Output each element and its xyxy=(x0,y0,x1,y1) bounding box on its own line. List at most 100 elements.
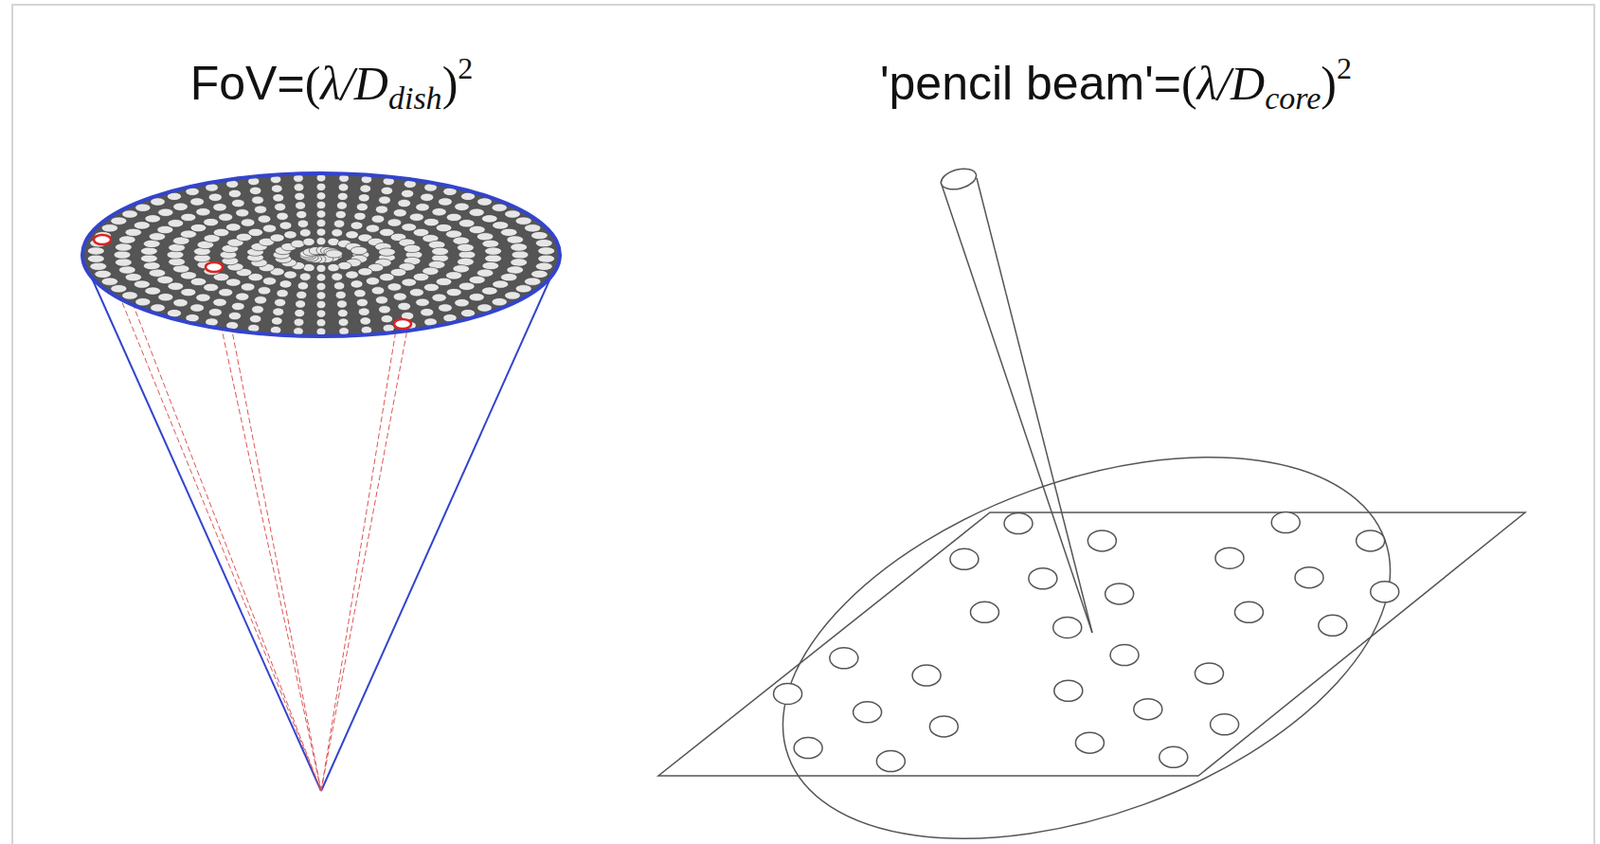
dish-cell xyxy=(213,298,228,306)
dish-cell xyxy=(101,224,118,233)
feed-marker xyxy=(394,319,412,329)
dish-cell xyxy=(144,215,162,223)
dish-cell xyxy=(337,308,348,317)
dish-cell xyxy=(365,224,379,233)
formula-text: ( xyxy=(1181,56,1198,110)
dish-cell xyxy=(203,283,219,291)
dish-cell xyxy=(279,280,292,288)
dish-cell xyxy=(218,213,234,221)
dish-cell xyxy=(354,212,367,220)
station xyxy=(793,737,823,759)
beam-end xyxy=(938,164,979,193)
station xyxy=(1087,530,1116,552)
dish-cell xyxy=(485,247,503,255)
dish-cell xyxy=(371,287,385,295)
dish-cell xyxy=(240,218,255,227)
dish-cell xyxy=(504,210,522,218)
dish-cell xyxy=(167,282,184,290)
station xyxy=(1318,614,1348,636)
dish-cell xyxy=(327,263,340,271)
dish-cell xyxy=(225,278,241,287)
dish-cell xyxy=(446,213,462,221)
station xyxy=(970,601,999,623)
station xyxy=(912,665,941,686)
feed-ray xyxy=(208,267,322,792)
feed-rays xyxy=(96,239,409,792)
dish-cell xyxy=(213,228,230,236)
dish-cell xyxy=(144,287,162,295)
dish-cell xyxy=(535,262,553,270)
dish-cell xyxy=(190,197,205,206)
dish-cell xyxy=(354,288,367,297)
core-outline xyxy=(731,382,1442,844)
dish-cell xyxy=(316,318,326,326)
dish-cell xyxy=(506,266,524,274)
dish-cell xyxy=(500,228,518,236)
dish-cell xyxy=(180,213,197,221)
dish-cell xyxy=(251,305,265,314)
dish-cell xyxy=(325,250,343,258)
dish-cell xyxy=(378,272,395,281)
dish-cell xyxy=(180,287,197,296)
dish-cell xyxy=(423,217,439,226)
dish-cell xyxy=(158,208,174,216)
dish-cell xyxy=(378,305,392,314)
dish-cell xyxy=(253,296,267,305)
dish-cell xyxy=(173,202,189,211)
dish-cell xyxy=(316,218,326,227)
dish-cell xyxy=(397,198,412,207)
dish-cell xyxy=(143,261,161,270)
dish-cell xyxy=(338,183,349,192)
dish-cell xyxy=(262,277,276,286)
dish-cell xyxy=(375,296,388,305)
dish-cell xyxy=(87,247,105,255)
dish-cell xyxy=(356,298,368,306)
dish-cell xyxy=(295,201,306,210)
dish-cell xyxy=(297,219,308,228)
dish-cell xyxy=(358,268,373,276)
dish-cell xyxy=(397,302,412,310)
dish-cell xyxy=(294,308,306,317)
dish-cell xyxy=(135,203,151,212)
dish-cell xyxy=(378,196,392,204)
dish-cell xyxy=(110,285,127,293)
dish-cell xyxy=(133,221,150,230)
dish-cell xyxy=(378,248,396,256)
dish-cell xyxy=(270,317,283,325)
station xyxy=(1110,645,1139,666)
dish-cell xyxy=(437,197,452,206)
fov-formula: FoV=(λ/Ddish)2 xyxy=(190,39,474,127)
dish-cell xyxy=(290,239,306,248)
dish-cell xyxy=(458,251,476,259)
dish-cell xyxy=(114,243,132,252)
dish-cell xyxy=(350,221,363,230)
dish-cell xyxy=(276,288,289,297)
dish-cell xyxy=(173,298,189,306)
dish-cell xyxy=(316,264,326,272)
dish-cell xyxy=(294,192,306,200)
dish-cell xyxy=(458,219,475,228)
frame xyxy=(12,4,1595,844)
dish-cell xyxy=(257,287,271,295)
dish-cell xyxy=(413,272,430,281)
dish-cell xyxy=(297,282,308,290)
dish-cell xyxy=(365,277,379,286)
feed-marker xyxy=(93,234,111,245)
dish-cell xyxy=(114,258,132,267)
dish-cell xyxy=(375,205,388,214)
dish-cell xyxy=(190,223,207,232)
dish-cell xyxy=(510,258,528,267)
dish-cell xyxy=(208,307,222,316)
dish-cell xyxy=(350,280,363,288)
dish-cell xyxy=(500,272,518,281)
dish-cell xyxy=(190,304,205,312)
dish-cell xyxy=(293,318,305,326)
dish-cell xyxy=(468,275,486,284)
dish-cell xyxy=(371,215,385,223)
dish-cell xyxy=(531,231,549,239)
dish-cell xyxy=(118,235,136,244)
dish-cell xyxy=(492,280,509,288)
dish-cell xyxy=(333,219,344,228)
dish-cell xyxy=(203,217,219,226)
dish-cell xyxy=(506,235,524,244)
